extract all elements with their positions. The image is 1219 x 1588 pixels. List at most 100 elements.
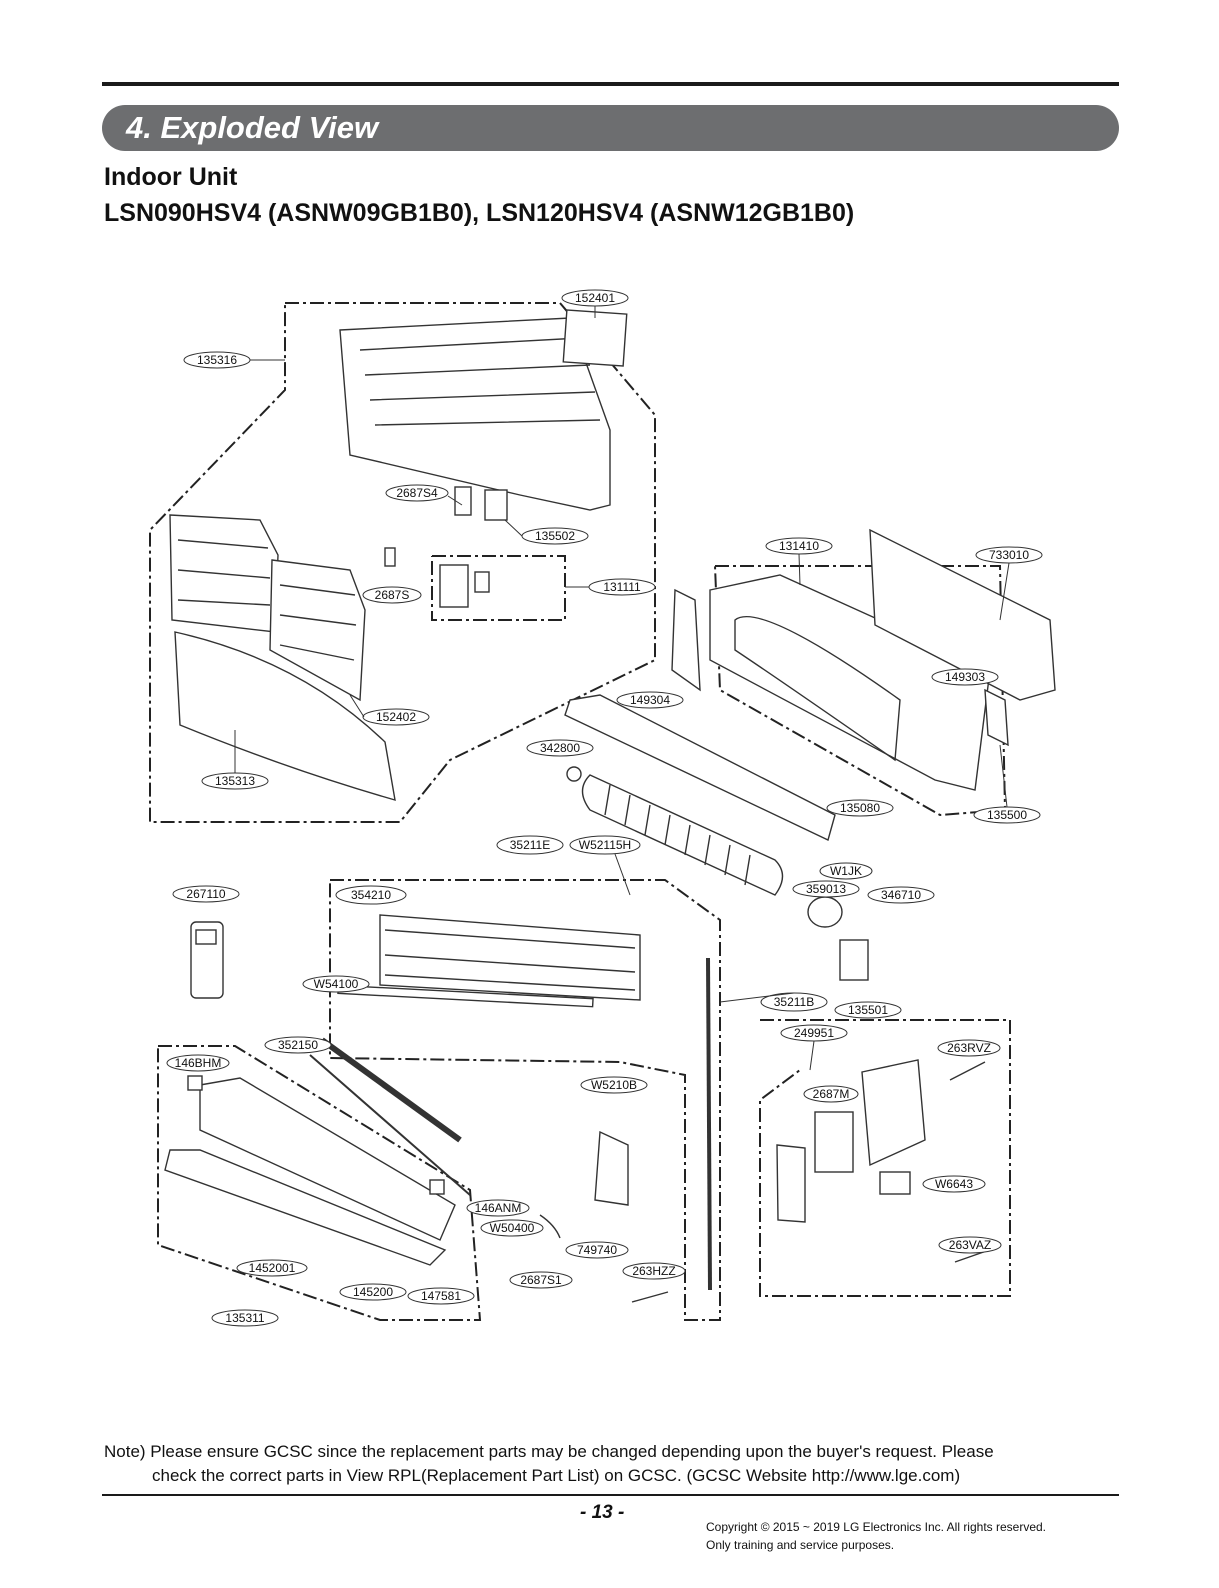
svg-text:131410: 131410: [779, 539, 819, 553]
part-label-135500: 135500: [973, 806, 1041, 824]
part-label-W52115H: W52115H: [569, 835, 641, 855]
note-line-1: Note) Please ensure GCSC since the repla…: [104, 1442, 994, 1461]
svg-text:135316: 135316: [197, 353, 237, 367]
svg-text:149304: 149304: [630, 693, 670, 707]
part-label-146ANM: 146ANM: [466, 1199, 530, 1217]
svg-text:W5210B: W5210B: [591, 1078, 637, 1092]
svg-text:135313: 135313: [215, 774, 255, 788]
training-text: Only training and service purposes.: [706, 1538, 895, 1552]
svg-text:342800: 342800: [540, 741, 580, 755]
connector-part: [384, 547, 396, 567]
section-title: 4. Exploded View: [126, 110, 379, 145]
installation-plate-part: [869, 528, 1056, 701]
part-label-W5210B: W5210B: [580, 1076, 648, 1094]
model-heading: LSN090HSV4 (ASNW09GB1B0), LSN120HSV4 (AS…: [104, 199, 855, 227]
fan-motor-part: [807, 896, 843, 928]
bearing-part: [566, 766, 582, 782]
evaporator-group-outline: [329, 879, 721, 1321]
part-label-152401: 152401: [561, 289, 629, 307]
svg-text:2687S: 2687S: [375, 588, 410, 602]
display-pcb-part: [484, 489, 508, 521]
svg-text:135502: 135502: [535, 529, 575, 543]
part-label-263RVZ: 263RVZ: [937, 1039, 1001, 1057]
svg-text:354210: 354210: [351, 888, 391, 902]
svg-text:263VAZ: 263VAZ: [949, 1238, 991, 1252]
motor-cover-part: [839, 939, 869, 981]
part-label-2687S: 2687S: [362, 586, 422, 604]
part-label-W54100: W54100: [302, 975, 370, 993]
terminal-block-part: [879, 1171, 911, 1195]
note-line-2: check the correct parts in View RPL(Repl…: [152, 1466, 961, 1485]
part-label-147581: 147581: [407, 1287, 475, 1305]
svg-text:2687S4: 2687S4: [396, 486, 438, 500]
part-label-354210: 354210: [335, 885, 407, 905]
part-label-342800: 342800: [526, 739, 594, 757]
svg-text:749740: 749740: [577, 1243, 617, 1257]
display-window-part: [474, 571, 490, 593]
svg-text:135080: 135080: [840, 801, 880, 815]
top-frame-grille-lines: [359, 337, 601, 426]
svg-text:152402: 152402: [376, 710, 416, 724]
part-label-749740: 749740: [565, 1241, 629, 1259]
svg-text:2687M: 2687M: [813, 1087, 850, 1101]
part-label-1452001: 1452001: [236, 1259, 308, 1277]
front-panel-group-outline: [149, 302, 656, 823]
leader-lines: [234, 306, 1010, 1071]
components: [164, 309, 1056, 1303]
part-label-145200: 145200: [339, 1283, 407, 1301]
fan-blade-lines: [604, 784, 751, 886]
part-label-W6643: W6643: [922, 1175, 986, 1193]
svg-text:135501: 135501: [848, 1003, 888, 1017]
svg-text:W6643: W6643: [935, 1177, 973, 1191]
part-label-135080: 135080: [826, 799, 894, 817]
svg-text:35211B: 35211B: [774, 995, 814, 1009]
part-label-2687S1: 2687S1: [509, 1271, 573, 1289]
cross-flow-fan-part: [581, 774, 784, 896]
evaporator-fin-lines: [384, 929, 636, 991]
part-label-146BHM: 146BHM: [166, 1054, 230, 1072]
svg-text:249951: 249951: [794, 1026, 834, 1040]
part-label-135316: 135316: [183, 351, 251, 369]
svg-text:135311: 135311: [225, 1311, 264, 1325]
remote-display: [195, 929, 217, 945]
vane-rod-part: [309, 1054, 471, 1196]
step-motor-right-part: [429, 1179, 445, 1195]
svg-text:146ANM: 146ANM: [475, 1201, 522, 1215]
part-label-2687M: 2687M: [803, 1085, 859, 1103]
svg-text:2687S1: 2687S1: [520, 1273, 562, 1287]
sensor-part: [454, 486, 472, 516]
svg-text:152401: 152401: [575, 291, 615, 305]
control-box-part: [861, 1059, 926, 1167]
right-bracket-part: [984, 688, 1009, 747]
part-label-733010: 733010: [975, 546, 1043, 564]
vane-frame-part: [199, 1077, 456, 1241]
part-labels: 152401 135316 2687S4 135502 131410 73301…: [166, 289, 1043, 1327]
svg-text:35211E: 35211E: [510, 838, 550, 852]
part-label-W50400: W50400: [480, 1219, 544, 1237]
svg-text:359013: 359013: [806, 882, 846, 896]
part-label-2687S4: 2687S4: [385, 484, 449, 502]
part-label-35211B: 35211B: [760, 992, 828, 1012]
part-label-152402: 152402: [362, 708, 430, 726]
svg-text:267110: 267110: [186, 887, 225, 901]
chassis-scroll: [734, 616, 901, 762]
part-label-359013: 359013: [792, 880, 860, 898]
svg-text:263HZZ: 263HZZ: [632, 1264, 675, 1278]
control-cover-part: [776, 1144, 806, 1223]
part-label-267110: 267110: [172, 885, 240, 903]
svg-text:131111: 131111: [603, 580, 641, 594]
group-boundaries: [149, 302, 1011, 1321]
part-label-249951: 249951: [780, 1024, 848, 1042]
part-label-135313: 135313: [201, 772, 269, 790]
part-label-131410: 131410: [765, 537, 833, 555]
top-rule: [102, 82, 1119, 86]
svg-text:135500: 135500: [987, 808, 1027, 822]
section-banner: 4. Exploded View: [102, 105, 1119, 151]
pcb-part: [814, 1111, 854, 1173]
svg-text:146BHM: 146BHM: [175, 1056, 222, 1070]
step-motor-part: [187, 1075, 203, 1091]
part-label-35211E: 35211E: [496, 835, 564, 855]
horizontal-vane-part: [164, 1149, 447, 1266]
chassis-group-outline: [714, 565, 1007, 817]
